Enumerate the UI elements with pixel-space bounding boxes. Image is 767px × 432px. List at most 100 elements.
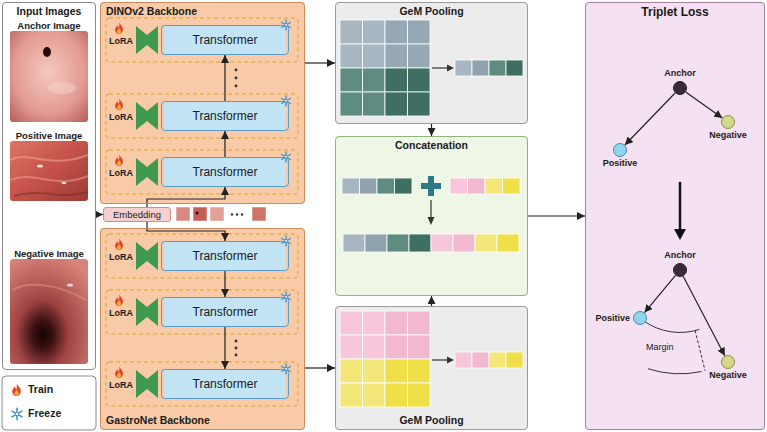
feature-map [408, 20, 431, 44]
transformer-block: Transformer [161, 157, 289, 187]
transformer-block: Transformer [161, 297, 289, 327]
concat-panel: Concatenation [335, 136, 528, 296]
image-tile: Anchor Image [6, 18, 92, 126]
feature-map [340, 44, 363, 68]
backbone-layers [106, 18, 298, 62]
concat-vectors [343, 234, 365, 252]
node-heading: GeM Pooling [336, 414, 527, 427]
box-text: Transformer [162, 249, 288, 263]
flow-arrow [224, 271, 225, 297]
image-patches [193, 207, 207, 221]
pooling-arrows [430, 200, 431, 218]
flow-arrow [683, 276, 725, 356]
feature-map [385, 44, 408, 68]
feature-vector [472, 352, 489, 368]
backbone-layers [106, 234, 298, 278]
node-heading: Anchor [664, 68, 696, 79]
pooling-arrows [447, 65, 454, 72]
panel-fills [2, 2, 96, 370]
plus-sign [421, 176, 441, 196]
feature-map [408, 44, 431, 68]
panel-fills [335, 136, 528, 296]
concat-vectors [431, 234, 453, 252]
margin-arcs [644, 321, 699, 332]
endoscopy-image [10, 259, 88, 364]
transformer-block: Transformer [161, 25, 289, 55]
concat-vectors [342, 178, 360, 194]
backbone-layers [115, 98, 123, 110]
feature-map [340, 92, 363, 116]
embedding-point: Positive [633, 311, 647, 325]
ellipsis-dots [235, 85, 238, 88]
feature-vector [455, 60, 523, 76]
feature-vector [455, 352, 472, 368]
panel-fills [335, 2, 528, 124]
endoscopy-image [14, 192, 88, 196]
backbone-layers [136, 370, 158, 398]
backbone-layers [106, 290, 298, 334]
feature-map [340, 311, 363, 335]
backbone-layers [115, 366, 123, 378]
margin-arcs [644, 321, 705, 374]
feature-map [363, 20, 386, 44]
feature-vector [489, 60, 506, 76]
feature-vector [506, 352, 523, 368]
embedding-point: Negative [721, 355, 735, 369]
image-patches [195, 211, 198, 214]
feature-map [340, 68, 363, 92]
plus-sign [428, 176, 434, 196]
image-patches [176, 207, 266, 221]
concat-vectors [409, 234, 431, 252]
transformer-block: Transformer [161, 241, 289, 271]
panel-fills [335, 306, 528, 430]
backbone-layers [136, 102, 158, 130]
feature-map [363, 92, 386, 116]
panel-fills [585, 2, 765, 430]
feature-map [340, 20, 363, 44]
feature-map [340, 311, 430, 407]
endoscopy-image [37, 165, 43, 168]
endoscopy-image [67, 284, 73, 287]
transformer-block: Transformer [161, 101, 289, 131]
flow-arrow [147, 187, 225, 207]
adapter-label: LoRA [109, 168, 133, 179]
backbone-layers [136, 26, 158, 54]
node-heading: Positive Image [6, 130, 92, 141]
backbone-layers [115, 294, 123, 306]
endoscopy-image [10, 259, 88, 364]
transformer-block: Transformer [161, 369, 289, 399]
flow-arrow [645, 275, 676, 312]
box-text: Transformer [162, 165, 288, 179]
embedding-point: Negative [721, 115, 735, 129]
feature-map [363, 44, 386, 68]
concat-vectors [475, 234, 497, 252]
pooling-arrows [428, 65, 455, 364]
concat-vectors [395, 178, 413, 194]
node-heading: Negative Image [6, 248, 92, 259]
feature-vector [506, 60, 523, 76]
node-heading: Negative [709, 130, 747, 141]
flow-arrow [224, 327, 225, 369]
flow-arrow [625, 93, 675, 145]
embedding-point: Anchor [673, 263, 687, 277]
backbone-layers [136, 242, 158, 270]
image-tile: Positive Image [6, 128, 92, 204]
flow-arrow [305, 367, 335, 368]
pooling-arrows [432, 359, 448, 360]
embedding-point: Positive [613, 143, 627, 157]
adapter-label: LoRA [109, 112, 133, 123]
dimension-label: Margin [646, 342, 674, 353]
margin-arcs [695, 331, 705, 371]
feature-map [340, 359, 363, 383]
adapter-label: LoRA [109, 308, 133, 319]
endoscopy-image [10, 31, 88, 122]
ellipsis-dots [235, 347, 238, 350]
node-heading: Negative [709, 370, 747, 381]
concat-vectors [360, 178, 378, 194]
concat-vectors [503, 178, 521, 194]
feature-vector [489, 352, 506, 368]
flow-arrow [528, 215, 585, 216]
endoscopy-image [10, 155, 88, 161]
feature-map [385, 92, 408, 116]
